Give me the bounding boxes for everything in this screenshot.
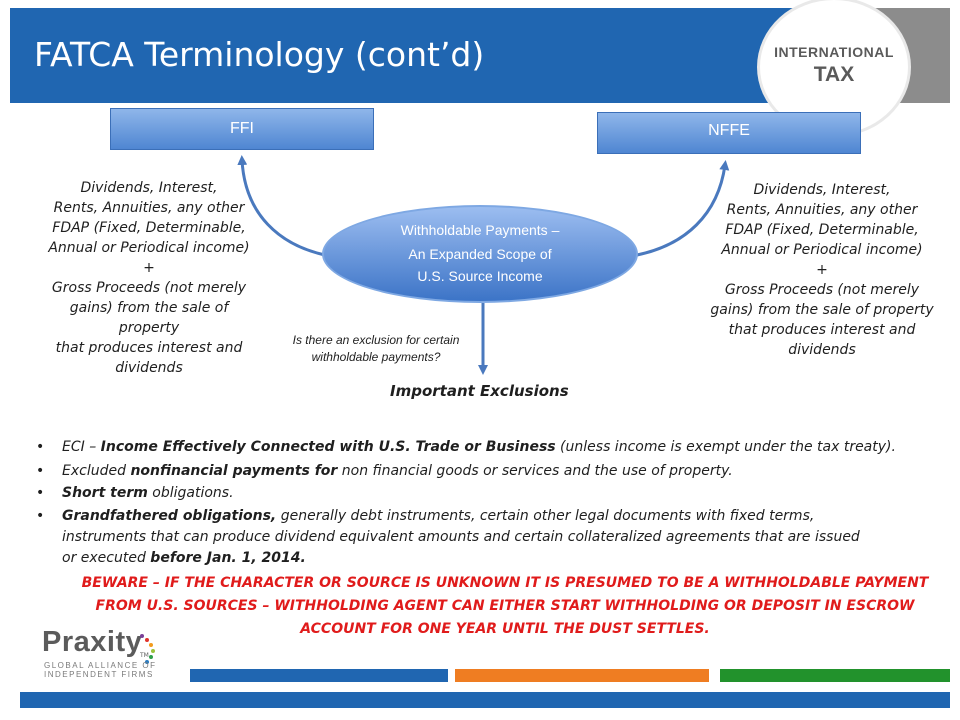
ellipse-line-2: An Expanded Scope of bbox=[408, 246, 552, 262]
bullet-dot: • bbox=[36, 508, 45, 524]
ffi-box: FFI bbox=[110, 108, 374, 150]
left-text-line: Dividends, Interest, bbox=[80, 180, 218, 196]
right-description: Dividends, Interest, Rents, Annuities, a… bbox=[700, 180, 944, 360]
bullet-text: ECI – bbox=[62, 439, 101, 455]
bullet-bold-text: Grandfathered obligations, bbox=[62, 508, 277, 524]
bullet-text: (unless income is exempt under the tax t… bbox=[555, 439, 896, 455]
left-text-line: Gross Proceeds (not merely bbox=[51, 280, 247, 296]
exclusion-question: Is there an exclusion for certain withho… bbox=[266, 332, 486, 366]
bullet-bold-text: Short term bbox=[62, 485, 148, 501]
bullet-bold-text: before Jan. 1, 2014. bbox=[150, 550, 306, 566]
exclusions-heading: Important Exclusions bbox=[390, 382, 569, 400]
right-text-line: + bbox=[816, 262, 828, 278]
left-description: Dividends, Interest, Rents, Annuities, a… bbox=[28, 178, 270, 378]
nffe-box: NFFE bbox=[597, 112, 861, 154]
badge-line-1: INTERNATIONAL bbox=[774, 44, 894, 60]
right-text-line: Rents, Annuities, any other bbox=[726, 202, 918, 218]
ellipse-line-3: U.S. Source Income bbox=[417, 268, 543, 284]
left-text-line: Rents, Annuities, any other bbox=[53, 200, 245, 216]
right-text-line: gains) from the sale of property bbox=[710, 302, 934, 318]
right-text-line: dividends bbox=[788, 342, 856, 358]
withholdable-payments-ellipse bbox=[322, 205, 638, 303]
right-text-line: that produces interest and bbox=[728, 322, 916, 338]
bullet-text: generally debt instruments, certain othe… bbox=[276, 508, 815, 524]
bullet-text: Excluded bbox=[62, 463, 131, 479]
left-text-line: gains) from the sale of bbox=[69, 300, 229, 316]
right-text-line: FDAP (Fixed, Determinable, bbox=[725, 222, 919, 238]
left-text-line: FDAP (Fixed, Determinable, bbox=[52, 220, 246, 236]
left-text-line: dividends bbox=[115, 360, 183, 376]
question-line: withholdable payments? bbox=[311, 350, 441, 364]
left-text-line: that produces interest and bbox=[55, 340, 243, 356]
warning-line-1: BEWARE – IF THE CHARACTER OR SOURCE IS U… bbox=[81, 575, 929, 591]
bullet-text: obligations. bbox=[147, 485, 234, 501]
bullet-dot: • bbox=[36, 439, 45, 455]
bullet-text: or executed bbox=[62, 550, 151, 566]
bullet-dot: • bbox=[36, 485, 45, 501]
praxity-logo: Praxity bbox=[42, 626, 143, 658]
bullet-bold-text: Income Effectively Connected with U.S. T… bbox=[100, 439, 556, 455]
right-text-line: Dividends, Interest, bbox=[753, 182, 891, 198]
bullet-bold-text: nonfinancial payments for bbox=[130, 463, 338, 479]
footer-bottom-bar bbox=[20, 692, 950, 708]
left-text-line: property bbox=[118, 320, 180, 336]
ellipse-line-1: Withholdable Payments – bbox=[400, 222, 560, 238]
left-text-line: Annual or Periodical income) bbox=[48, 240, 250, 256]
footer-bar-orange bbox=[455, 669, 709, 682]
warning-line-2: FROM U.S. SOURCES – WITHHOLDING AGENT CA… bbox=[95, 598, 915, 614]
slide-title: FATCA Terminology (cont’d) bbox=[34, 35, 485, 74]
arrow-to-ffi bbox=[237, 155, 326, 257]
bullet-text: instruments that can produce dividend eq… bbox=[62, 529, 860, 545]
badge-line-2: TAX bbox=[813, 63, 855, 86]
logo-subtitle-2: INDEPENDENT FIRMS bbox=[44, 670, 154, 679]
logo-trademark: TM bbox=[140, 652, 149, 659]
bullet-text: non financial goods or services and the … bbox=[337, 463, 733, 479]
warning-line-3: ACCOUNT FOR ONE YEAR UNTIL THE DUST SETT… bbox=[300, 621, 710, 637]
bullet-dot: • bbox=[36, 463, 45, 479]
logo-subtitle-1: GLOBAL ALLIANCE OF bbox=[44, 661, 157, 670]
right-text-line: Annual or Periodical income) bbox=[721, 242, 923, 258]
right-text-line: Gross Proceeds (not merely bbox=[724, 282, 920, 298]
footer-bar-green bbox=[720, 669, 950, 682]
left-text-line: + bbox=[143, 260, 155, 276]
footer-bar-blue bbox=[190, 669, 448, 682]
question-line: Is there an exclusion for certain bbox=[292, 333, 460, 347]
arrow-to-nffe bbox=[636, 160, 730, 257]
international-tax-badge bbox=[760, 0, 908, 134]
